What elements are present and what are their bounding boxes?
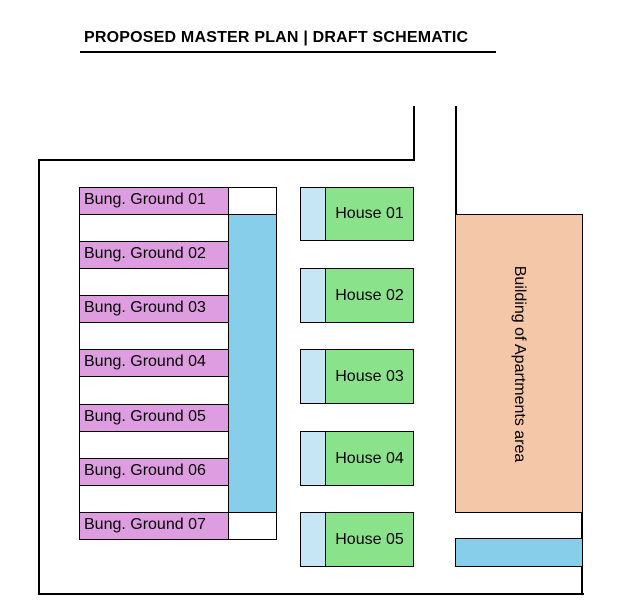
bungalow-ground-label: Bung. Ground 01 [84,191,206,208]
apartment-building: Building of Apartments area [455,214,583,513]
title-underline [80,51,496,53]
house-01-side-strip [300,187,326,241]
bungalow-ground-01: Bung. Ground 01 [79,187,229,215]
house-label: House 02 [335,286,404,304]
house-05-side-strip [300,512,326,567]
house-02-side-strip [300,268,326,323]
bungalow-ground-label: Bung. Ground 02 [84,245,206,262]
house-label: House 01 [335,205,404,222]
house-label: House 03 [335,367,404,385]
bungalow-ground-03: Bung. Ground 03 [79,295,229,323]
bungalow-ground-label: Bung. Ground 06 [84,462,206,479]
apartment-water-strip [455,538,583,567]
house-04-side-strip [300,431,326,486]
plan-title: PROPOSED MASTER PLAN | DRAFT SCHEMATIC [84,29,469,46]
bungalow-ground-05: Bung. Ground 05 [79,404,229,432]
apartment-label: Building of Apartments area [511,265,528,462]
house-label: House 05 [335,530,404,548]
boundary-left [38,159,40,595]
house-04: House 04 [325,431,414,486]
road-right-edge [455,106,457,216]
bungalow-ground-label: Bung. Ground 04 [84,353,206,370]
boundary-top-left [38,159,415,161]
house-03-side-strip [300,349,326,404]
bungalow-ground-07: Bung. Ground 07 [79,512,229,540]
bungalow-ground-02: Bung. Ground 02 [79,241,229,269]
house-02: House 02 [325,268,414,323]
bungalow-ground-label: Bung. Ground 07 [84,516,206,533]
road-left-edge [413,106,415,161]
house-label: House 04 [335,449,404,467]
bungalow-ground-06: Bung. Ground 06 [79,458,229,486]
bungalow-water-strip [228,214,277,513]
house-03: House 03 [325,349,414,404]
boundary-bottom [38,593,584,595]
bungalow-ground-label: Bung. Ground 03 [84,299,206,316]
bungalow-ground-label: Bung. Ground 05 [84,408,206,425]
house-05: House 05 [325,512,414,567]
house-01: House 01 [325,187,414,241]
bungalow-ground-04: Bung. Ground 04 [79,349,229,377]
